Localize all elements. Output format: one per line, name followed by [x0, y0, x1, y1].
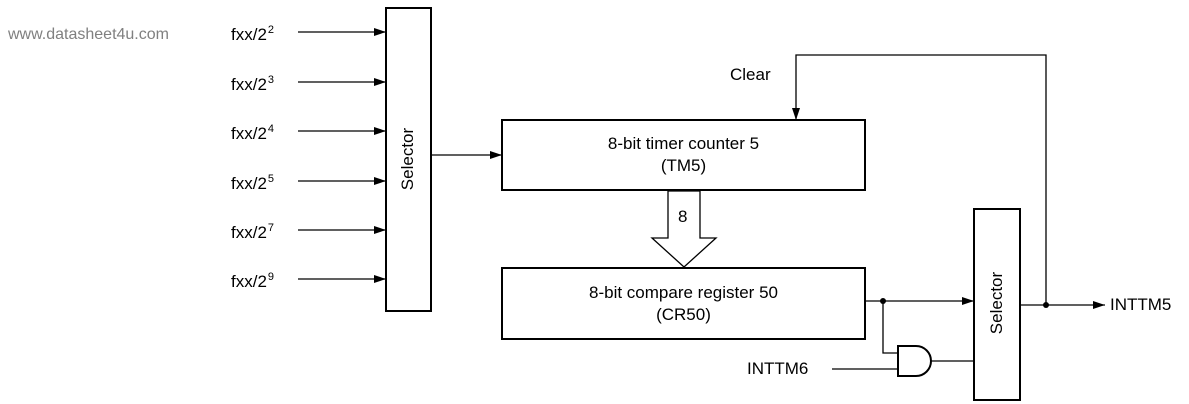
- clock-input-label-1: fxx/22: [231, 20, 274, 45]
- compare-register-line1: 8-bit compare register 50: [589, 283, 778, 302]
- selector-left-label: Selector: [398, 127, 417, 191]
- clear-label: Clear: [730, 65, 771, 84]
- clock-input-prefix-3: fxx/2: [231, 124, 267, 143]
- clock-input-label-3: fxx/24: [231, 119, 274, 144]
- clock-input-label-6: fxx/29: [231, 267, 274, 292]
- clock-input-label-2: fxx/23: [231, 70, 274, 95]
- clear-feedback-line: [792, 54, 1047, 305]
- timer-counter-line2: (TM5): [660, 156, 707, 175]
- clock-input-exp-4: 5: [267, 173, 275, 185]
- selector-right-label: Selector: [987, 271, 1006, 335]
- selector-left-box: [385, 7, 432, 312]
- clock-input-label-4: fxx/25: [231, 169, 274, 194]
- inttm6-label: INTTM6: [747, 359, 809, 378]
- bus-width-label: 8: [678, 207, 688, 226]
- clock-input-label-5: fxx/27: [231, 218, 274, 243]
- selector-right-box: [973, 208, 1021, 401]
- clock-input-prefix-6: fxx/2: [231, 272, 267, 291]
- inttm5-label: INTTM5: [1110, 295, 1172, 314]
- and-gate: [897, 345, 932, 377]
- clock-input-exp-5: 7: [267, 222, 275, 234]
- watermark-text: www.datasheet4u.com: [8, 26, 169, 43]
- timer-counter-line1: 8-bit timer counter 5: [607, 134, 760, 153]
- clock-input-prefix-4: fxx/2: [231, 174, 267, 193]
- clock-input-exp-2: 3: [267, 74, 275, 86]
- clock-input-prefix-5: fxx/2: [231, 223, 267, 242]
- timer-counter-box: [501, 119, 866, 191]
- clock-input-exp-3: 4: [267, 123, 275, 135]
- compare-to-and-line: [882, 301, 898, 354]
- clock-input-prefix-2: fxx/2: [231, 75, 267, 94]
- clock-input-prefix-1: fxx/2: [231, 25, 267, 44]
- clock-input-exp-1: 2: [267, 24, 275, 36]
- compare-register-box: [501, 267, 866, 340]
- compare-register-line2: (CR50): [656, 305, 711, 324]
- bus-arrow: [650, 190, 718, 268]
- clock-input-exp-6: 9: [267, 271, 275, 283]
